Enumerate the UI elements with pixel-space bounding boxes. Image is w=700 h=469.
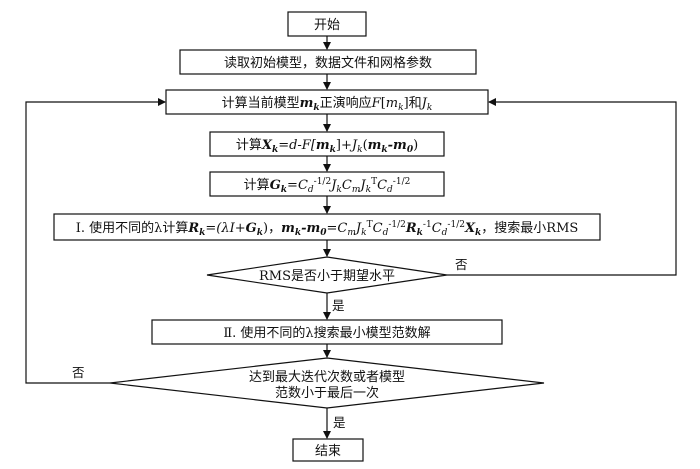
compute-x-label: 计算Xk=d-F[mk]+Jk(mk-m0) <box>236 138 418 155</box>
step1-label: Ⅰ. 使用不同的λ计算Rk=(λI+Gk)，mk-m0=CmJkTCd-1/2R… <box>76 220 579 238</box>
decision2-label-line1: 达到最大迭代次数或者模型 <box>249 369 405 385</box>
end-label: 结束 <box>315 444 341 459</box>
decision2-diamond <box>109 357 545 409</box>
start-node <box>287 11 367 37</box>
decision1-no-loop <box>447 98 677 276</box>
compute-g-node <box>209 171 445 197</box>
end-node <box>292 438 364 462</box>
read-params-node <box>179 49 477 75</box>
decision2-no-loop <box>25 98 166 384</box>
step2-label: Ⅱ. 使用不同的λ搜索最小模型范数解 <box>223 325 430 341</box>
compute-forward-label: 计算当前模型mk正演响应F[mk]和Jk <box>222 95 433 113</box>
read-params-label: 读取初始模型，数据文件和网格参数 <box>224 55 432 71</box>
decision2-no-label: 否 <box>72 365 85 380</box>
compute-forward-node <box>165 89 489 115</box>
step2-node <box>151 319 503 345</box>
step1-node <box>53 213 601 241</box>
compute-g-label: 计算Gk=Cd-1/2JkCmJkTCd-1/2 <box>244 177 411 195</box>
decision1-label: RMS是否小于期望水平 <box>259 268 395 284</box>
decision1-no-label: 否 <box>455 257 468 272</box>
compute-x-node <box>209 131 445 157</box>
decision2-label-line2: 范数小于最后一次 <box>275 385 379 401</box>
start-label: 开始 <box>314 18 340 33</box>
decision2-yes-label: 是 <box>333 415 346 430</box>
decision1-yes-label: 是 <box>332 298 345 313</box>
